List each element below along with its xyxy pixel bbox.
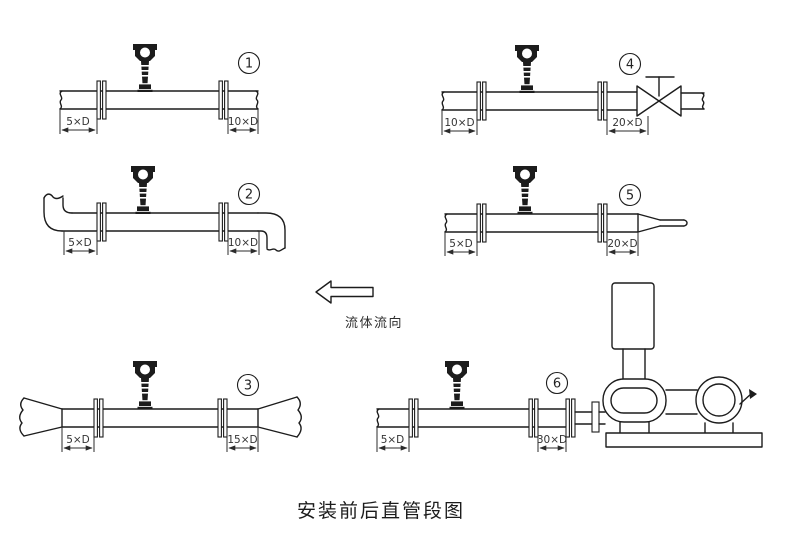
downstream-length-label: 10×D xyxy=(228,116,258,128)
flow-meter-icon xyxy=(131,166,155,214)
pump-icon xyxy=(602,282,763,448)
dimension-upstream: 5×D xyxy=(61,427,95,452)
diagram-2-elbows: 5×D 10×D 2 xyxy=(43,166,286,255)
upstream-length-label: 5×D xyxy=(68,237,92,249)
diagram-number-badge: 1 xyxy=(237,51,261,75)
flow-meter-icon xyxy=(445,361,469,409)
flow-direction-label: 流体流向 xyxy=(345,315,403,331)
flange-icon xyxy=(96,202,107,242)
upstream-length-label: 5×D xyxy=(381,434,405,446)
diagram-number-badge: 4 xyxy=(618,52,642,76)
svg-text:6: 6 xyxy=(553,377,561,392)
pipe-break-right xyxy=(255,90,259,110)
flange-icon xyxy=(528,398,539,438)
pipe-break-left xyxy=(444,213,448,233)
dimension-upstream: 5×D xyxy=(444,232,478,256)
pump-inlet-pipe xyxy=(574,401,606,433)
dimension-downstream: 20×D xyxy=(606,232,639,256)
flow-meter-icon xyxy=(133,361,157,409)
diagram-5-reducer: 5×D 20×D 5 xyxy=(444,166,688,256)
flange-icon xyxy=(597,203,608,243)
flange-icon xyxy=(218,202,229,242)
pump-body-inner xyxy=(610,387,658,414)
reducer-icon xyxy=(637,213,688,233)
dimension-downstream: 10×D xyxy=(227,231,260,255)
dimension-upstream: 5×D xyxy=(376,427,410,452)
downstream-length-label: 30×D xyxy=(537,434,567,446)
diagram-4-valve: 10×D 20×D 4 xyxy=(441,45,705,135)
dimension-upstream: 10×D xyxy=(441,110,478,135)
pump-base xyxy=(605,432,763,448)
dimension-downstream: 10×D xyxy=(227,109,259,134)
svg-text:3: 3 xyxy=(244,379,252,394)
diagram-number-badge: 6 xyxy=(545,371,569,395)
flow-meter-icon xyxy=(515,45,539,93)
flow-direction: 流体流向 xyxy=(315,280,403,331)
dimension-upstream: 5×D xyxy=(59,109,98,134)
diagram-1-straight-pipe: 5×D 10×D 1 xyxy=(59,44,261,134)
flow-arrow-icon xyxy=(315,280,374,304)
pump-top-cylinder xyxy=(611,282,655,350)
pipe-break-left xyxy=(59,90,63,110)
pipe xyxy=(444,213,639,233)
svg-text:1: 1 xyxy=(245,57,253,72)
pump-inlet-flange xyxy=(591,401,600,433)
dimension-downstream: 20×D xyxy=(606,110,649,135)
svg-text:5: 5 xyxy=(626,189,634,204)
diagram-number-badge: 5 xyxy=(618,183,642,207)
flange-icon xyxy=(597,81,608,121)
flange-icon xyxy=(93,398,104,438)
downstream-length-label: 10×D xyxy=(228,237,258,249)
page-title: 安装前后直管段图 xyxy=(297,500,465,522)
flange-icon xyxy=(476,81,487,121)
flange-icon xyxy=(217,398,228,438)
flange-icon xyxy=(476,203,487,243)
downstream-length-label: 15×D xyxy=(227,434,257,446)
diagram-number-badge: 2 xyxy=(237,182,261,206)
pipe-break-right xyxy=(701,92,705,110)
elbow-downstream-icon xyxy=(257,212,286,252)
dimension-upstream: 5×D xyxy=(63,231,98,255)
pipe xyxy=(61,212,259,232)
flange-icon xyxy=(96,80,107,120)
upstream-length-label: 5×D xyxy=(66,116,90,128)
flow-meter-icon xyxy=(133,44,157,92)
pipe-after-valve xyxy=(680,92,705,110)
flange-icon xyxy=(408,398,419,438)
pipe xyxy=(61,408,259,428)
upstream-length-label: 5×D xyxy=(449,238,473,250)
dimension-downstream: 30×D xyxy=(537,427,567,452)
upstream-length-label: 5×D xyxy=(66,434,90,446)
upstream-length-label: 10×D xyxy=(444,117,474,129)
dimension-downstream: 15×D xyxy=(226,427,259,452)
svg-text:4: 4 xyxy=(626,58,634,73)
pipe xyxy=(441,91,638,111)
flange-icon xyxy=(218,80,229,120)
expander-downstream-icon xyxy=(257,396,302,438)
expander-upstream-icon xyxy=(19,397,63,437)
downstream-length-label: 20×D xyxy=(612,117,642,129)
elbow-upstream-icon xyxy=(43,193,73,232)
svg-text:2: 2 xyxy=(245,188,253,203)
diagram-6-pump: 5×D 30×D 6 xyxy=(376,282,763,452)
flange-icon xyxy=(565,398,576,438)
downstream-length-label: 20×D xyxy=(607,238,637,250)
pipe-break-left xyxy=(441,91,445,111)
valve-icon xyxy=(636,76,682,117)
diagram-3-expanders: 5×D 15×D 3 xyxy=(19,361,302,452)
flow-meter-icon xyxy=(513,166,537,214)
diagram-number-badge: 3 xyxy=(236,373,260,397)
pipe-break-left xyxy=(376,408,380,428)
